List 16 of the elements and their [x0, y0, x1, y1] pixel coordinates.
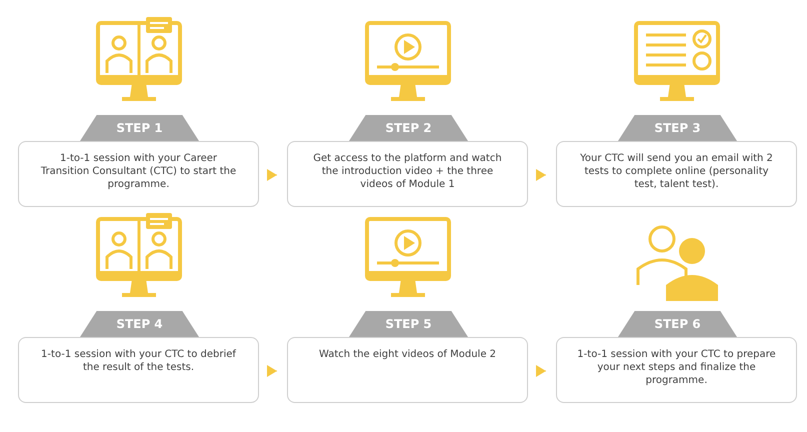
step-box: 1-to-1 session with your CTC to prepare your next steps and finalize the programme.	[556, 337, 797, 403]
step-box: 1-to-1 session with your CTC to debrief the result of the tests.	[18, 337, 259, 403]
step-tab: STEP 3	[618, 115, 737, 141]
step-tab: STEP 4	[80, 311, 199, 337]
arrow	[266, 169, 278, 181]
arrow	[536, 169, 546, 181]
step-box: 1-to-1 session with your Career Transition Consultant (CTC) to start the programme.	[18, 141, 259, 207]
step-box: Your CTC will send you an email with 2 tests to complete online (personality test, talent test).	[556, 141, 797, 207]
step-box: Watch the eight videos of Module 2	[287, 337, 528, 403]
step-tab: STEP 1	[80, 115, 199, 141]
arrow	[536, 365, 546, 377]
step-tab: STEP 6	[618, 311, 737, 337]
step-tab: STEP 2	[349, 115, 468, 141]
arrow	[266, 365, 278, 377]
step-tab: STEP 5	[349, 311, 468, 337]
step-box: Get access to the platform and watch the introduction video + the three videos of Module 1	[287, 141, 528, 207]
